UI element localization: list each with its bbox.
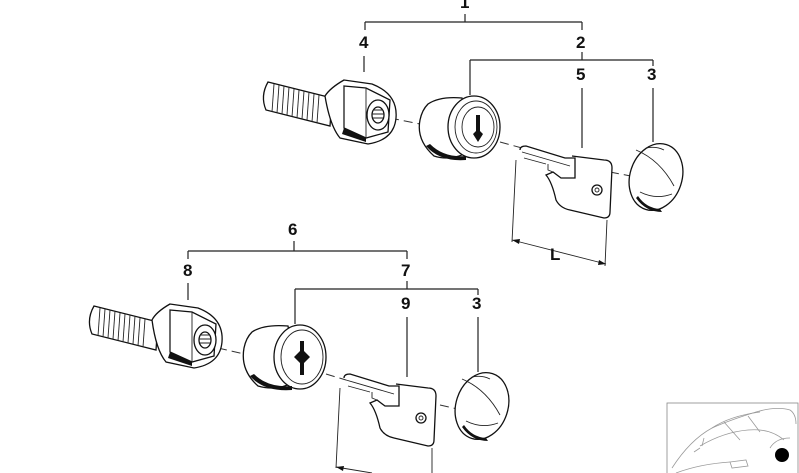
callout-3-upper: 3 [647,65,656,84]
cap-upper [628,143,684,212]
bracket-1 [364,14,583,30]
bracket-6 [187,241,408,259]
lower-assembly: 6 8 7 9 3 [88,220,510,473]
dimension-L-lower: L [335,387,433,473]
dimension-L-upper: L [511,159,608,267]
upper-assembly: 1 4 2 5 3 [262,0,684,267]
callout-7: 7 [401,261,410,280]
wheel-bolt-upper [262,79,397,145]
wheel-location-marker [775,448,789,462]
callout-4: 4 [359,33,369,52]
lock-cylinder-upper [418,95,501,161]
bracket-7 [294,281,479,324]
cap-lower [454,372,510,441]
callout-1: 1 [460,0,469,12]
callout-8: 8 [183,261,192,280]
callout-5: 5 [576,65,585,84]
callout-2: 2 [576,33,585,52]
key-upper [519,145,613,219]
callout-6: 6 [288,220,297,239]
bracket-2 [469,52,654,95]
car-outline-icon [671,408,797,473]
leaders-5-3 [581,88,654,148]
callout-3-lower: 3 [472,294,481,313]
dimension-label-L-upper: L [550,245,560,264]
callout-9: 9 [401,294,410,313]
leaders-9-3 [406,317,479,377]
vehicle-location-thumbnail [666,402,799,473]
dimension-label-L-lower: L [373,471,383,473]
key-lower [343,373,437,447]
wheel-bolt-lower [88,303,223,369]
lock-cylinder-lower [242,324,327,391]
